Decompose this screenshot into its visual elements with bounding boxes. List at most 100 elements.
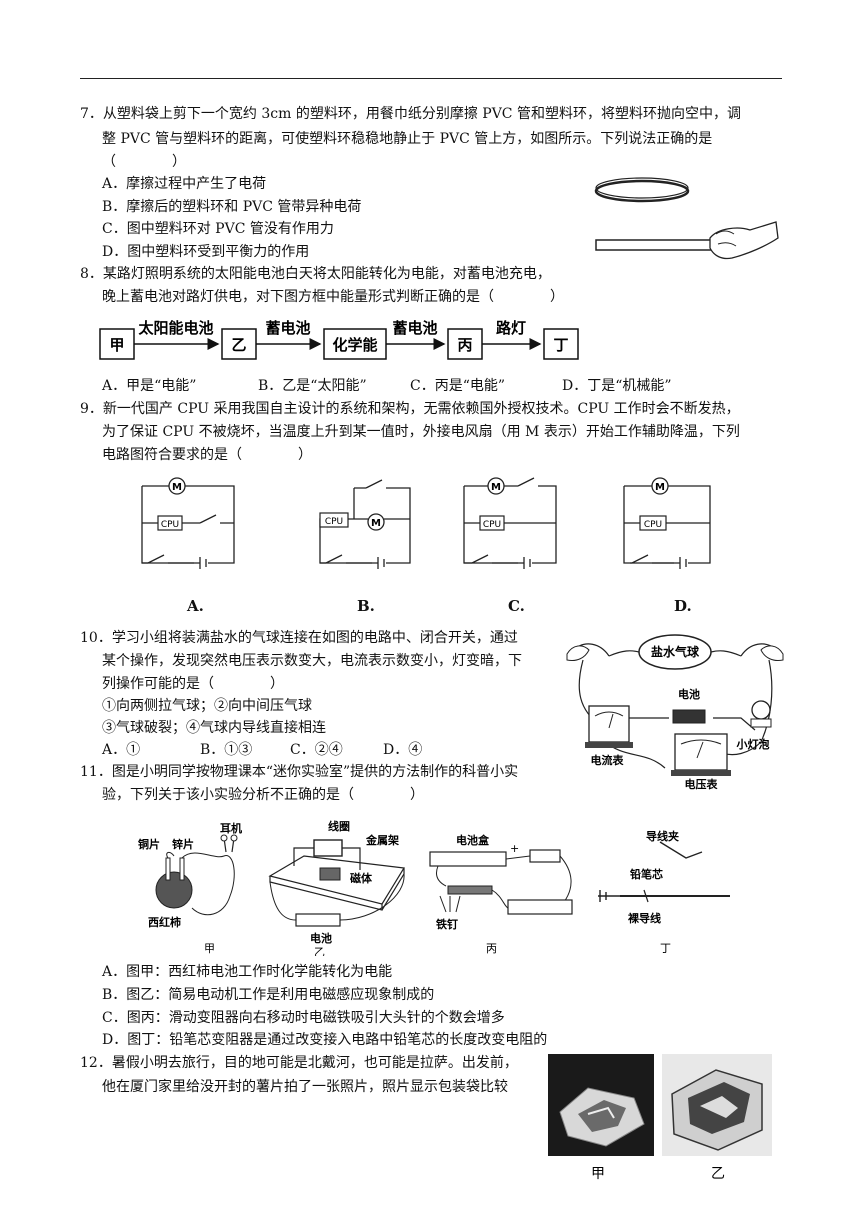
arrow-label-street-lamp: 路灯 xyxy=(496,319,526,337)
cpu-label-d: CPU xyxy=(644,520,662,530)
q7-line1: 7．从塑料袋上剪下一个宽约 3cm 的塑料环，用餐巾纸分别摩擦 PVC 管和塑料… xyxy=(80,106,741,122)
q11-option-b: B．图乙：简易电动机工作是利用电磁感应现象制成的 xyxy=(102,987,435,1003)
q8-energy-flow-diagram: 甲 太阳能电池 乙 蓄电池 化学能 蓄电池 丙 路灯 丁 xyxy=(99,319,579,360)
circuit-a: M CPU xyxy=(141,477,235,569)
q8-option-c: C．丙是“电能” xyxy=(410,378,506,394)
caption-bing: 丙 xyxy=(486,942,497,955)
bulb-drawing xyxy=(751,700,771,720)
saline-balloon xyxy=(638,634,712,670)
caption-ding: 丁 xyxy=(660,942,671,955)
circuit-label-d: D. xyxy=(674,597,692,615)
q10-line5: ③气球破裂；④气球内导线直接相连 xyxy=(102,720,326,736)
label-iron-nail: 铁钉 xyxy=(436,917,458,931)
circuit-c: M CPU xyxy=(463,477,557,569)
hand-drawing xyxy=(709,221,779,260)
pvc-pipe xyxy=(595,239,729,251)
box-yi xyxy=(221,328,257,360)
bulb-label: 小灯泡 xyxy=(736,737,770,751)
plastic-ring xyxy=(594,179,690,203)
label-zinc-sheet: 锌片 xyxy=(172,837,194,851)
q11-option-c: C．图丙：滑动变阻器向右移动时电磁铁吸引大头针的个数会增多 xyxy=(102,1010,505,1026)
q10-circuit-figure: 盐水气球 电流表 电池 小灯泡 电压表 xyxy=(566,634,784,791)
photo-caption-jia: 甲 xyxy=(591,1166,605,1182)
circuit-label-a: A. xyxy=(187,597,204,615)
label-bare-wire: 裸导线 xyxy=(628,911,661,925)
q8-option-d: D．丁是“机械能” xyxy=(562,378,672,394)
q10-option-c: C．②④ xyxy=(290,742,343,758)
figure-ding-pencil-rheostat: 导线夹 铅笔芯 裸导线 丁 xyxy=(598,829,730,955)
q10-option-b: B．①③ xyxy=(200,742,253,758)
arrow-label-solar-cell: 太阳能电池 xyxy=(138,319,213,337)
q12-line1: 12．暑假小明去旅行，目的地可能是北戴河，也可能是拉萨。出发前， xyxy=(80,1055,518,1071)
label-metal-frame: 金属架 xyxy=(365,833,399,847)
q7-line3: （ ） xyxy=(102,154,186,170)
tomato-drawing xyxy=(155,871,193,909)
arrow-label-battery-2: 蓄电池 xyxy=(392,319,437,337)
cpu-label-a: CPU xyxy=(161,520,179,530)
q12-line2: 他在厦门家里给没开封的薯片拍了一张照片，照片显示包装袋比较 xyxy=(102,1079,508,1095)
box-ding-label: 丁 xyxy=(553,336,568,354)
circuit-label-c: C. xyxy=(508,597,525,615)
rheostat-drawing xyxy=(507,899,573,915)
battery-label: 电池 xyxy=(678,687,700,701)
q10-line2: 某个操作，发现突然电压表示数变大，电流表示数变小，灯变暗，下 xyxy=(102,653,522,669)
q8-option-b: B．乙是“太阳能” xyxy=(258,378,367,394)
figure-yi-simple-motor: 线圈 金属架 磁体 电池 乙 xyxy=(268,819,405,956)
q7-option-a: A．摩擦过程中产生了电荷 xyxy=(102,176,267,192)
label-tomato: 西红柿 xyxy=(148,915,181,929)
box-bing xyxy=(447,328,483,360)
battery-box-drawing xyxy=(429,851,507,867)
balloon-label: 盐水气球 xyxy=(651,644,700,659)
box-bing-label: 丙 xyxy=(457,336,472,354)
label-battery-yi: 电池 xyxy=(310,931,332,945)
q12-chip-bag-photos: 甲 乙 xyxy=(548,1054,772,1182)
caption-jia: 甲 xyxy=(204,942,215,955)
q10-line3: 列操作可能的是（ ） xyxy=(102,676,284,692)
motor-symbol-c: M xyxy=(491,482,501,493)
q9-line2: 为了保证 CPU 不被烧坏，当温度上升到某一值时，外接电风扇（用 M 表示）开始… xyxy=(102,424,740,440)
ammeter-drawing xyxy=(588,705,630,743)
q8-option-a: A．甲是“电能” xyxy=(102,378,197,394)
label-battery-box: 电池盒 xyxy=(456,833,490,847)
motor-symbol-a: M xyxy=(172,482,182,493)
box-yi-label: 乙 xyxy=(231,336,246,354)
header-rule xyxy=(80,78,782,79)
q7-figure-pvc-ring xyxy=(594,177,779,260)
q10-option-a: A．① xyxy=(102,742,141,758)
box-ding xyxy=(543,328,579,360)
q10-line1: 10．学习小组将装满盐水的气球连接在如图的电路中、闭合开关，通过 xyxy=(80,630,518,646)
box-chemical-energy-label: 化学能 xyxy=(332,336,377,354)
q8-line2: 晚上蓄电池对路灯供电，对下图方框中能量形式判断正确的是（ ） xyxy=(102,289,564,305)
label-magnet: 磁体 xyxy=(350,871,373,885)
cpu-label-b: CPU xyxy=(325,517,343,527)
q11-line1: 11．图是小明同学按物理课本“迷你实验室”提供的方法制作的科普小实 xyxy=(80,764,519,780)
q9-line1: 9．新一代国产 CPU 采用我国自主设计的系统和架构，无需依赖国外授权技术。CP… xyxy=(80,401,740,417)
circuit-b: CPU M xyxy=(319,479,411,569)
box-jia-label: 甲 xyxy=(109,336,124,354)
figure-bing-electromagnet: 电池盒 + 铁钉 丙 xyxy=(429,833,573,955)
box-chemical-energy xyxy=(323,328,387,360)
electromagnet-drawing xyxy=(447,885,493,895)
q7-line2: 整 PVC 管与塑料环的距离，可使塑料环稳稳地静止于 PVC 管上方，如图所示。… xyxy=(102,131,713,147)
caption-yi: 乙 xyxy=(314,946,325,956)
voltmeter-drawing xyxy=(674,733,728,771)
q7-option-d: D．图中塑料环受到平衡力的作用 xyxy=(102,244,310,260)
q10-line4: ①向两侧拉气球；②向中间压气球 xyxy=(102,698,312,714)
q11-line2: 验，下列关于该小实验分析不正确的是（ ） xyxy=(102,787,424,803)
q10-option-d: D．④ xyxy=(383,742,423,758)
q8-line1: 8．某路灯照明系统的太阳能电池白天将太阳能转化为电能，对蓄电池充电， xyxy=(80,266,551,282)
voltmeter-label: 电压表 xyxy=(685,777,719,791)
motor-symbol-b: M xyxy=(371,518,381,529)
ammeter-label: 电流表 xyxy=(591,753,625,767)
coil-drawing xyxy=(313,839,343,857)
q11-option-a: A．图甲：西红柿电池工作时化学能转化为电能 xyxy=(102,964,393,980)
arrow-label-battery-1: 蓄电池 xyxy=(265,319,310,337)
motor-symbol-d: M xyxy=(655,482,665,493)
cpu-label-c: CPU xyxy=(483,520,501,530)
battery-drawing xyxy=(672,709,706,724)
label-pencil-lead: 铅笔芯 xyxy=(630,867,663,881)
label-plus-sign: + xyxy=(510,842,519,855)
q7-option-c: C．图中塑料环对 PVC 管没有作用力 xyxy=(102,221,334,237)
q7-option-b: B．摩擦后的塑料环和 PVC 管带异种电荷 xyxy=(102,199,362,215)
photo-caption-yi: 乙 xyxy=(711,1166,725,1182)
